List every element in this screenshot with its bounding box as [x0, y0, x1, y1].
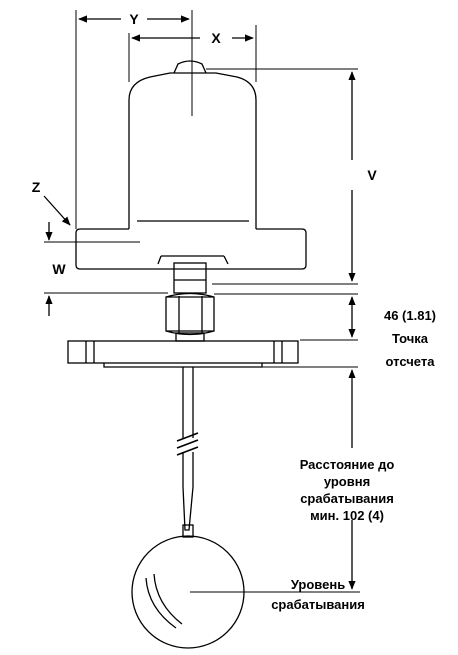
label-distance-2: уровня	[324, 474, 370, 489]
labels: Y X V Z W 46 (1.81) Точка отсчета Рассто…	[32, 11, 436, 612]
dim-z-leader	[43, 195, 71, 226]
housing-base-neck	[157, 255, 229, 265]
label-y: Y	[129, 11, 139, 27]
float-rod	[176, 367, 199, 538]
float-ball-highlight-1	[145, 577, 177, 629]
label-trip-level-2: срабатывания	[271, 597, 365, 612]
label-offset-dimension: 46 (1.81)	[384, 308, 436, 323]
label-w: W	[52, 261, 66, 277]
label-reference-point-1: Точка	[392, 331, 429, 346]
extension-lines	[44, 10, 360, 593]
label-distance-1: Расстояние до	[300, 457, 395, 472]
rod-break-symbol	[176, 432, 199, 456]
label-x: X	[211, 30, 221, 46]
label-distance-4: мин. 102 (4)	[310, 508, 384, 523]
housing-body	[128, 72, 257, 229]
stem-fitting	[165, 262, 215, 342]
mounting-flange	[67, 340, 299, 368]
hex-nut	[165, 292, 215, 336]
label-distance-3: срабатывания	[300, 491, 394, 506]
label-reference-point-2: отсчета	[386, 354, 436, 369]
stem-collar	[173, 262, 207, 294]
housing	[75, 60, 307, 270]
float-ball-highlight-2	[153, 573, 183, 625]
rod-tip	[182, 486, 194, 531]
housing-cap-tab	[173, 60, 207, 74]
housing-flange	[75, 228, 307, 270]
mounting-flange-plate	[67, 340, 299, 364]
label-z: Z	[32, 179, 41, 195]
dimension-arrows	[43, 15, 356, 590]
label-trip-level-1: Уровень	[291, 577, 345, 592]
rod-float-connector	[182, 524, 194, 538]
label-v: V	[367, 167, 377, 183]
